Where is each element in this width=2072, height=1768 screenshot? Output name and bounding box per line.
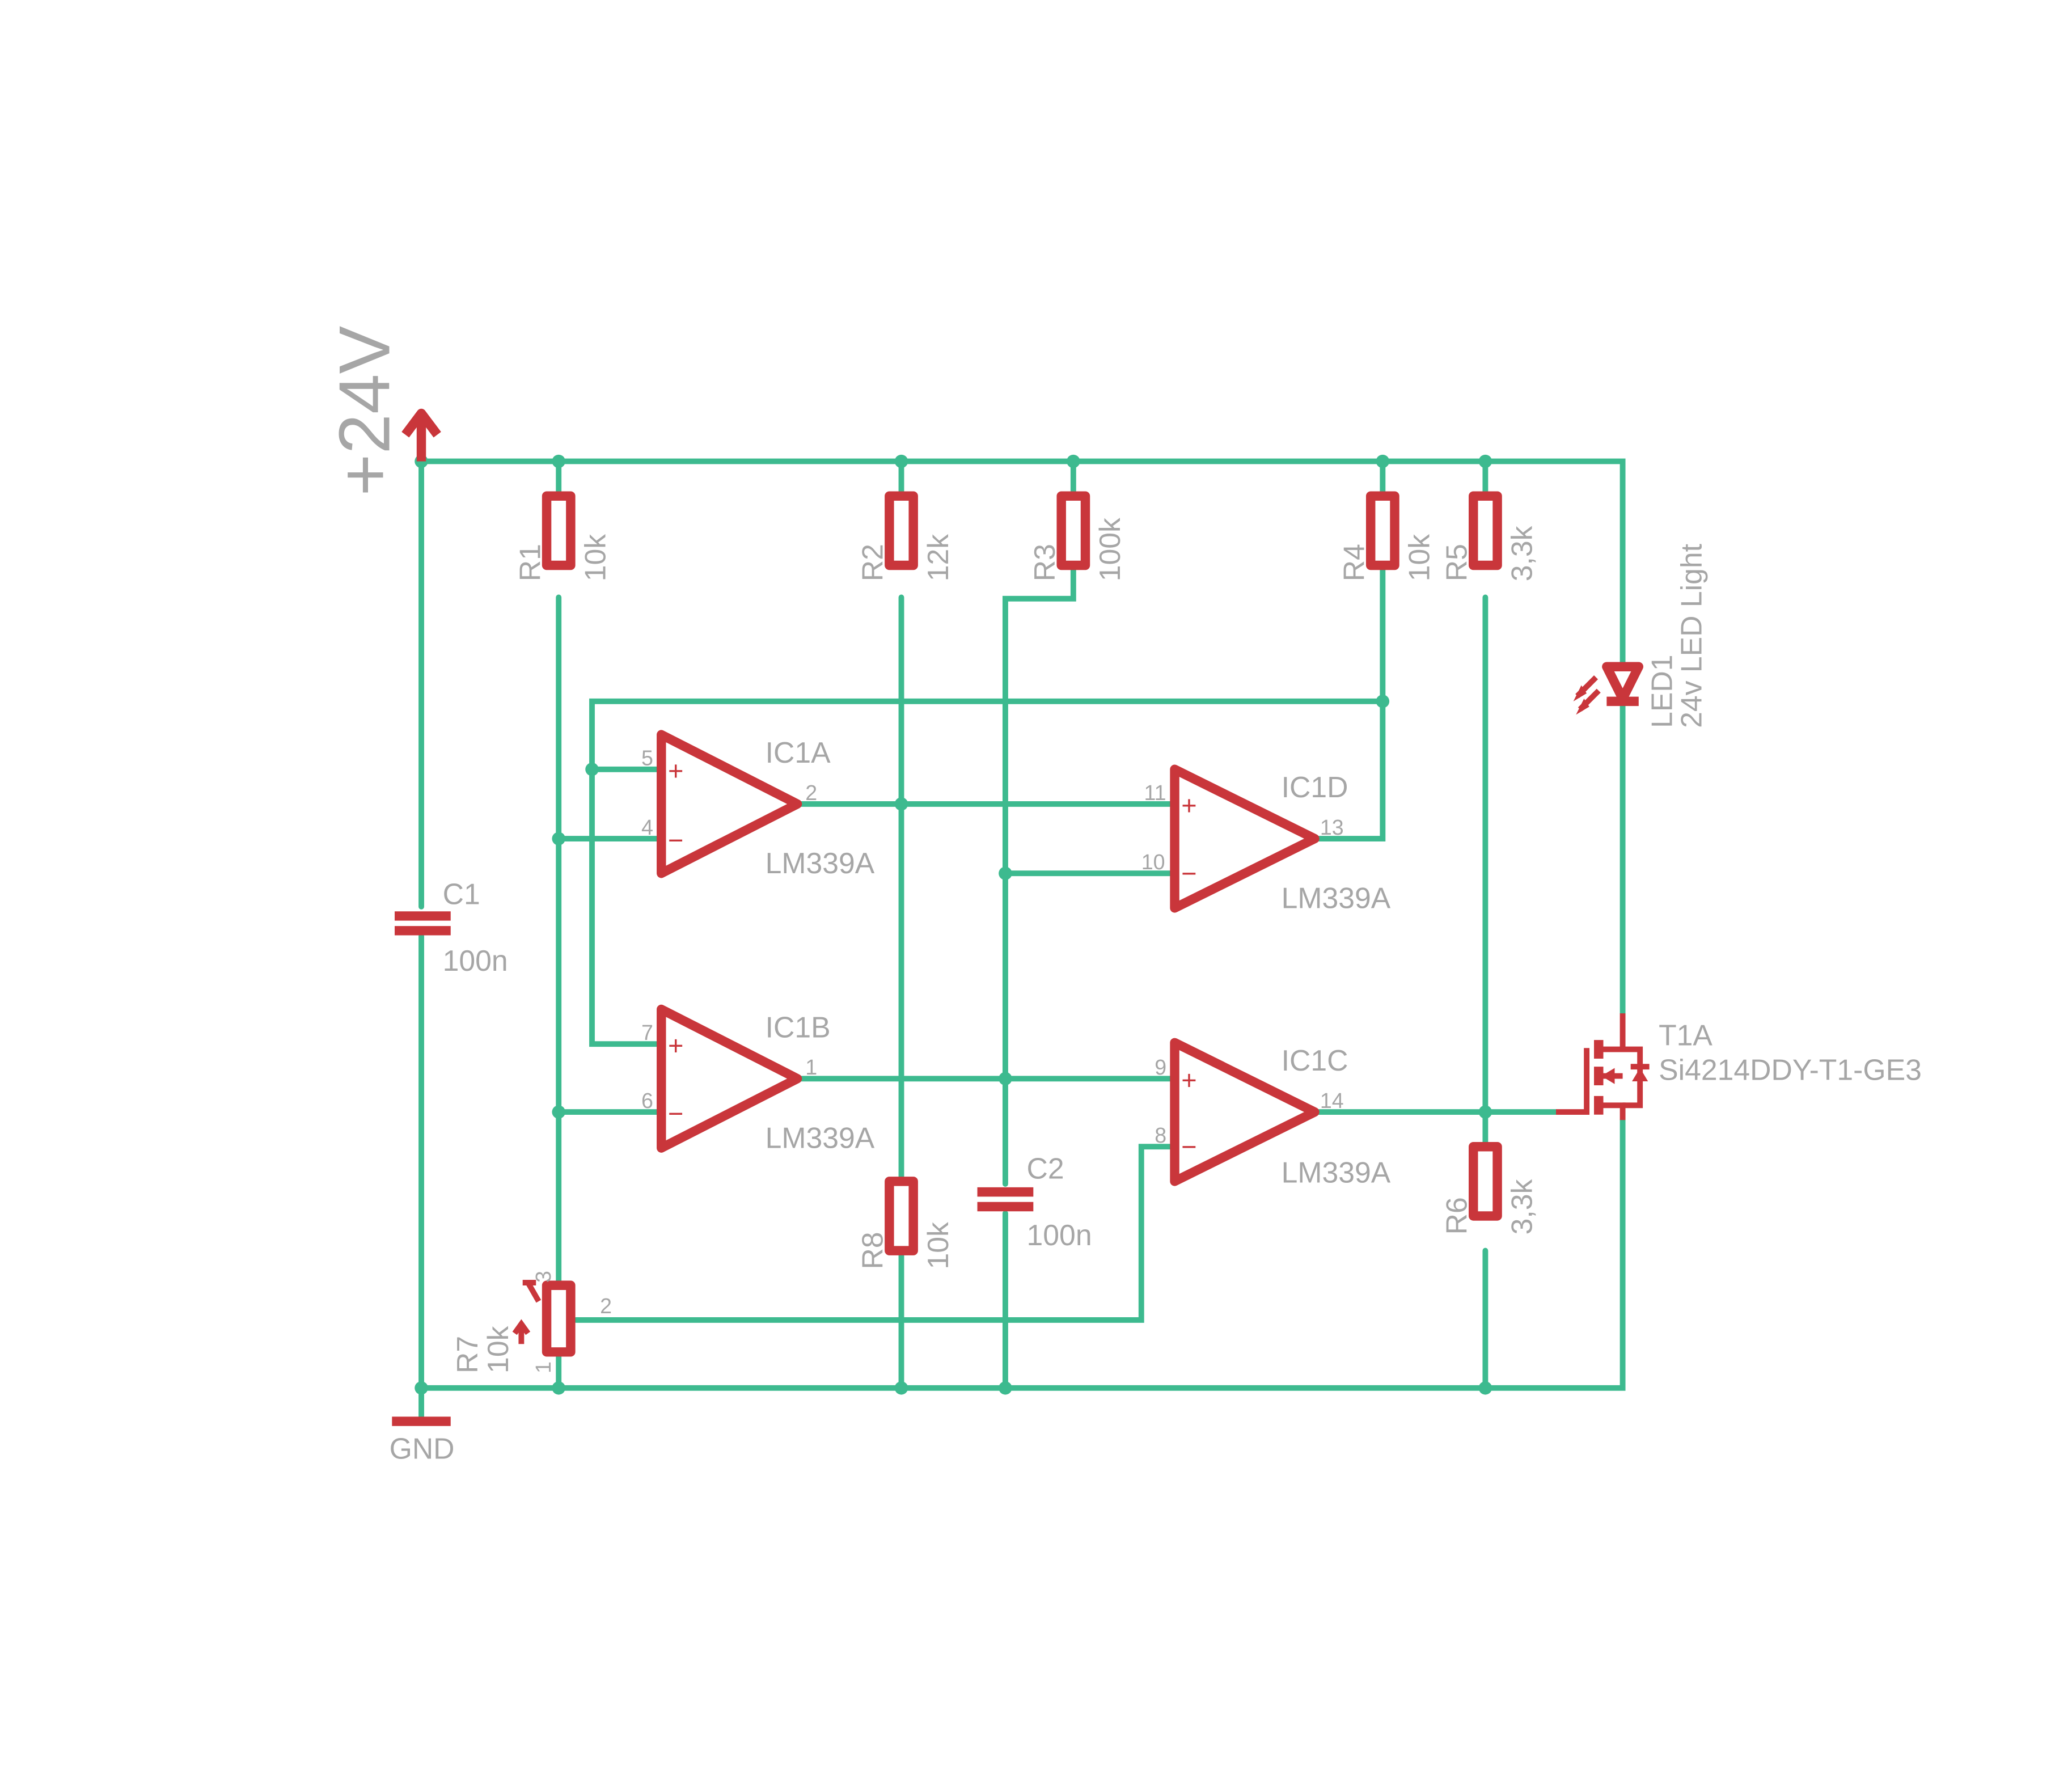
- pin-out: 13: [1320, 815, 1344, 839]
- led-name: LED1: [1646, 655, 1678, 728]
- comparator-name: IC1B: [766, 1010, 831, 1043]
- junction-dot: [894, 1381, 908, 1395]
- resistor-value: 10k: [921, 1222, 954, 1270]
- junction-dot: [1376, 454, 1390, 468]
- comparator-part: LM339A: [766, 847, 875, 879]
- junction-dot: [999, 1381, 1012, 1395]
- gnd-label: GND: [390, 1432, 455, 1465]
- junction-dot: [1478, 1105, 1492, 1119]
- capacitor-value: 100n: [1027, 1219, 1092, 1251]
- junction-dot: [1478, 1381, 1492, 1395]
- gnd-symbol: GND: [390, 1416, 455, 1465]
- pin-minus: 4: [641, 815, 653, 839]
- resistor-r5[interactable]: R5 3,3k: [1440, 491, 1538, 581]
- pin-out: 1: [805, 1055, 817, 1079]
- comparator-name: IC1D: [1282, 771, 1348, 803]
- junction-dot: [415, 1381, 428, 1395]
- resistor-name: R3: [1028, 544, 1061, 581]
- junction-dot: [552, 454, 565, 468]
- comparator-name: IC1C: [1282, 1044, 1348, 1077]
- resistor-r4[interactable]: R4 10k: [1337, 491, 1436, 582]
- comparator-ic1d[interactable]: + − 11 10 13 IC1D LM339A: [1141, 764, 1391, 915]
- junction-dot: [999, 866, 1012, 880]
- plus-sign: +: [668, 1030, 683, 1060]
- comparator-ic1c[interactable]: + − 9 8 14 IC1C LM339A: [1155, 1038, 1391, 1189]
- junctions: [415, 454, 1492, 1395]
- vcc-symbol: +24V: [324, 325, 441, 496]
- capacitor-c2[interactable]: C2 100n: [977, 1152, 1092, 1252]
- resistor-name: R5: [1440, 544, 1473, 581]
- pot-value: 10k: [481, 1326, 514, 1373]
- transistor-name: T1A: [1659, 1019, 1712, 1052]
- comparator-part: LM339A: [1282, 881, 1391, 914]
- transistor-part: Si4214DDY-T1-GE3: [1659, 1054, 1922, 1086]
- resistor-name: R1: [513, 544, 546, 581]
- junction-dot: [552, 1105, 565, 1119]
- junction-dot: [894, 797, 908, 811]
- capacitor-name: C1: [443, 877, 480, 910]
- comparator-ic1a[interactable]: + − 5 4 2 IC1A LM339A: [641, 730, 875, 880]
- junction-dot: [894, 454, 908, 468]
- led1[interactable]: LED1 24v LED Light: [1573, 544, 1708, 728]
- minus-sign: −: [668, 1098, 683, 1128]
- minus-sign: −: [1181, 1132, 1196, 1162]
- plus-sign: +: [1181, 1065, 1196, 1095]
- led-value: 24v LED Light: [1674, 544, 1707, 728]
- mosfet-t1a[interactable]: T1A Si4214DDY-T1-GE3: [1556, 1013, 1922, 1120]
- junction-dot: [552, 1381, 565, 1395]
- pot-pin-3: 3: [531, 1271, 555, 1283]
- pin-plus: 9: [1155, 1055, 1166, 1079]
- capacitor-value: 100n: [443, 944, 508, 977]
- pin-out: 14: [1320, 1089, 1344, 1113]
- resistor-value: 12k: [921, 534, 954, 582]
- minus-sign: −: [668, 825, 683, 855]
- potentiometer-r7[interactable]: 3 2 1 R7 10k: [451, 1271, 612, 1373]
- junction-dot: [552, 832, 565, 845]
- pot-name: R7: [451, 1336, 484, 1373]
- resistor-value: 3,3k: [1506, 526, 1538, 581]
- resistor-r8[interactable]: R8 10k: [856, 1177, 954, 1270]
- plus-sign: +: [1181, 790, 1196, 820]
- pot-pin-2: 2: [600, 1294, 612, 1318]
- pin-plus: 11: [1144, 781, 1166, 805]
- pin-plus: 7: [641, 1021, 653, 1044]
- resistor-value: 10k: [1403, 534, 1436, 582]
- junction-dot: [1376, 695, 1390, 708]
- wires: [418, 458, 1626, 1423]
- capacitor-c1[interactable]: C1 100n: [395, 877, 508, 977]
- pin-minus: 6: [641, 1089, 653, 1113]
- resistor-value: 10k: [579, 534, 612, 582]
- plus-sign: +: [668, 756, 683, 786]
- resistor-value: 100k: [1093, 518, 1126, 581]
- pin-plus: 5: [641, 746, 653, 770]
- comparator-ic1b[interactable]: + − 7 6 1 IC1B LM339A: [641, 1004, 875, 1154]
- resistor-name: R8: [856, 1232, 889, 1269]
- resistor-r3[interactable]: R3 100k: [1028, 491, 1126, 581]
- junction-dot: [1067, 454, 1080, 468]
- comparator-part: LM339A: [766, 1122, 875, 1154]
- junction-dot: [585, 763, 599, 776]
- resistor-name: R6: [1440, 1197, 1473, 1234]
- capacitor-name: C2: [1027, 1152, 1064, 1185]
- pin-minus: 8: [1155, 1123, 1166, 1147]
- resistor-name: R2: [856, 544, 889, 581]
- resistor-value: 3,3k: [1506, 1179, 1538, 1235]
- resistor-name: R4: [1337, 544, 1370, 581]
- pin-minus: 10: [1141, 850, 1165, 874]
- pot-pin-1: 1: [531, 1361, 555, 1373]
- junction-dot: [1478, 454, 1492, 468]
- resistor-r6[interactable]: R6 3,3k: [1440, 1141, 1538, 1235]
- pin-out: 2: [805, 781, 817, 805]
- resistor-r1[interactable]: R1 10k: [513, 491, 612, 582]
- junction-dot: [999, 1072, 1012, 1086]
- comparator-part: LM339A: [1282, 1156, 1391, 1189]
- minus-sign: −: [1181, 858, 1196, 889]
- comparator-name: IC1A: [766, 736, 831, 769]
- vcc-label: +24V: [324, 325, 405, 496]
- resistor-r2[interactable]: R2 12k: [856, 491, 954, 582]
